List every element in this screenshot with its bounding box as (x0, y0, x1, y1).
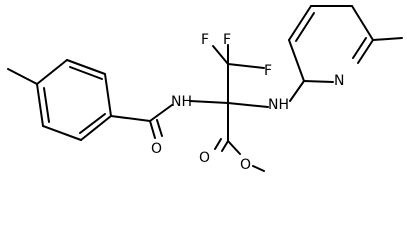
bond (352, 37, 367, 59)
bond (351, 5, 374, 41)
bond (288, 39, 305, 82)
bond (288, 5, 312, 41)
bond (227, 63, 265, 69)
amide-oxygen-label: O (151, 141, 162, 157)
bond (295, 12, 315, 42)
bond (104, 73, 112, 117)
bond (79, 113, 106, 134)
ester-carbonyl-oxygen-label: O (199, 150, 210, 166)
bond (212, 45, 229, 65)
bond (43, 87, 50, 123)
bond (80, 115, 112, 141)
fluorine-label: F (201, 32, 209, 48)
bond (227, 140, 241, 155)
amide-nh-label: NH (171, 94, 192, 110)
fluorine-label: F (223, 32, 231, 48)
bond (227, 102, 269, 108)
bond (156, 119, 163, 137)
pyridine-nitrogen-label: N (334, 73, 344, 89)
bond (289, 80, 305, 102)
bond (303, 80, 334, 83)
atom-labels: F F F NH NH N O O O (151, 32, 344, 173)
structure-diagram: F F F NH NH N O O O (7, 5, 403, 173)
methylpyridine-group (227, 5, 403, 108)
bond (252, 165, 265, 172)
bond (110, 115, 151, 122)
bond (42, 125, 82, 141)
bond (149, 120, 156, 139)
bond (66, 59, 106, 75)
core-carbon-substituents (212, 44, 265, 172)
bond (36, 59, 68, 85)
ester-oxygen-label: O (240, 157, 251, 173)
bond (36, 83, 44, 127)
amine-nh-label: NH (268, 97, 289, 113)
bond (7, 68, 38, 85)
fluorine-label: F (264, 63, 272, 79)
amide-group (110, 100, 229, 139)
molecule-svg: F F F NH NH N O O O (7, 5, 403, 173)
bond (221, 140, 229, 152)
bond (69, 66, 103, 80)
bond (357, 39, 374, 64)
bond (149, 104, 173, 122)
bond (214, 138, 222, 150)
bond (372, 37, 403, 41)
bond (189, 100, 229, 104)
toluoyl-ring (7, 59, 112, 141)
